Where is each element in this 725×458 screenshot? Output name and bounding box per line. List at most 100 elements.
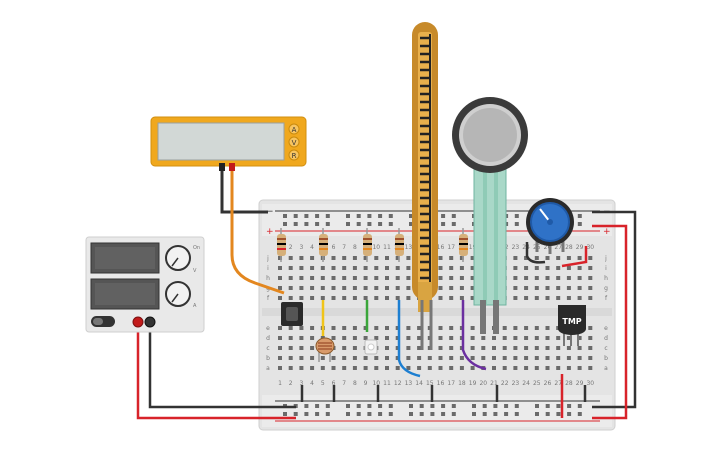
label-a: A [193, 303, 197, 309]
breadboard-label: 11 [383, 244, 391, 251]
breadboard-label: 8 [353, 380, 357, 387]
orange-wire[interactable] [230, 166, 285, 295]
breadboard-label: g [604, 285, 608, 292]
breadboard-label: 23 [512, 380, 520, 387]
positive-terminal[interactable] [132, 316, 144, 328]
resistor-5[interactable] [459, 228, 468, 262]
multimeter-mode-a[interactable]: A [288, 123, 300, 135]
svg-text:R: R [292, 152, 297, 160]
tmp-label: TMP [562, 317, 581, 326]
blue-wire[interactable] [397, 300, 421, 378]
potentiometer[interactable] [526, 198, 574, 254]
breadboard-label: j [266, 255, 269, 262]
voltage-knob[interactable] [165, 245, 191, 271]
rail-jumper-red[interactable] [592, 224, 628, 420]
breadboard-label: h [266, 275, 270, 282]
breadboard-label: 28 [565, 380, 573, 387]
breadboard-label: 9 [364, 380, 368, 387]
resistors[interactable] [277, 228, 468, 262]
breadboard-label: f [605, 295, 608, 302]
breadboard-label: j [604, 255, 607, 262]
breadboard-label: e [604, 325, 608, 332]
rail-minus-label-left: − [266, 207, 274, 217]
breadboard-label: 4 [310, 244, 314, 251]
rail-plus-label-right: + [603, 227, 611, 237]
current-knob[interactable] [165, 281, 191, 307]
breadboard-label: 14 [415, 380, 423, 387]
breadboard-label: 20 [479, 380, 487, 387]
breadboard-label: 22 [501, 380, 509, 387]
breadboard-label: 17 [447, 244, 455, 251]
breadboard-label: 26 [544, 244, 552, 251]
breadboard-label: 10 [372, 380, 380, 387]
push-button[interactable] [281, 302, 303, 326]
breadboard-label: 4 [310, 380, 314, 387]
svg-text:V: V [292, 139, 297, 147]
breadboard-label: 3 [299, 380, 303, 387]
resistor-3[interactable] [363, 228, 372, 262]
flex-sensor[interactable] [412, 22, 438, 350]
breadboard-label: 29 [576, 244, 584, 251]
breadboard-label: 17 [447, 380, 455, 387]
temperature-sensor[interactable]: TMP [558, 305, 586, 346]
breadboard-label: 7 [342, 380, 346, 387]
power-switch[interactable] [91, 316, 115, 327]
resistor-1[interactable] [277, 228, 286, 262]
breadboard-label: b [604, 355, 608, 362]
breadboard-label: 23 [512, 244, 520, 251]
led[interactable] [364, 339, 378, 355]
breadboard-label: 27 [554, 244, 562, 251]
breadboard-label: 13 [405, 244, 413, 251]
breadboard-label: 13 [405, 380, 413, 387]
power-lead-red[interactable] [136, 322, 296, 420]
resistor-2[interactable] [319, 228, 328, 262]
breadboard-label: 16 [437, 244, 445, 251]
breadboard-label: 30 [586, 380, 594, 387]
breadboard-label: i [605, 265, 607, 272]
breadboard-label: 8 [353, 244, 357, 251]
breadboard-label: 12 [394, 380, 402, 387]
breadboard-label: a [266, 365, 270, 372]
breadboard-label: 10 [372, 244, 380, 251]
resistor-4[interactable] [395, 228, 404, 262]
breadboard-label: d [604, 335, 608, 342]
flex-sensor-pattern [420, 34, 431, 282]
multimeter-lead-black[interactable] [220, 166, 268, 214]
multimeter-mode-r[interactable]: R [288, 149, 300, 161]
breadboard-label: 1 [278, 380, 282, 387]
breadboard-label: 11 [383, 380, 391, 387]
breadboard-label: 29 [576, 380, 584, 387]
power-supply[interactable]: On V A [85, 236, 205, 333]
photoresistor[interactable] [315, 337, 335, 362]
breadboard-label: 3 [299, 244, 303, 251]
breadboard-label: 26 [544, 380, 552, 387]
breadboard-label: c [604, 345, 607, 352]
multimeter-display [157, 122, 285, 161]
breadboard-label: 21 [490, 380, 498, 387]
purple-wire[interactable] [461, 300, 487, 371]
rail-jumper-black[interactable] [592, 210, 637, 409]
breadboard-label: d [266, 335, 270, 342]
breadboard-label: 19 [469, 380, 477, 387]
negative-terminal[interactable] [144, 316, 156, 328]
breadboard-label: e [266, 325, 270, 332]
breadboard-label: i [267, 265, 269, 272]
breadboard-label: a [604, 365, 608, 372]
breadboard-label: h [604, 275, 608, 282]
power-lead-black[interactable] [148, 322, 296, 409]
force-sensor[interactable] [452, 97, 528, 334]
breadboard-label: 16 [437, 380, 445, 387]
breadboard-label: 5 [321, 380, 325, 387]
wires[interactable] [136, 166, 637, 420]
breadboard-label: 7 [342, 244, 346, 251]
multimeter[interactable]: A V R [150, 116, 307, 171]
breadboard-label: b [266, 355, 270, 362]
breadboard-label: 15 [426, 380, 434, 387]
breadboard-label: 30 [586, 244, 594, 251]
breadboard-label: 28 [565, 244, 573, 251]
breadboard-label: 27 [554, 380, 562, 387]
multimeter-mode-v[interactable]: V [288, 136, 300, 148]
breadboard-label: 6 [332, 380, 336, 387]
